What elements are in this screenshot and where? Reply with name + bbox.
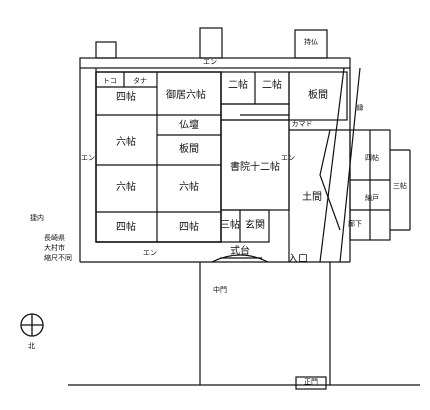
room-shikidai: 式台 [230,244,250,257]
room-nijo-2: 二帖 [262,78,282,91]
label-tana: タナ [133,76,147,85]
room-butsudan: 仏壇 [179,118,199,131]
room-kyuden-6: 御居六帖 [166,88,206,101]
label-kamachi: カマド [292,120,313,128]
label-shomon: 正門 [304,378,318,386]
wall-lines [68,27,420,390]
room-yojo-3: 四帖 [179,220,199,233]
compass-label: 北 [28,342,35,350]
room-rokujo-2: 六帖 [116,180,136,193]
label-en-top: エン [203,58,217,66]
room-iriguchi: 入口 [288,254,308,265]
note-location-1: 捷内 [30,213,44,222]
label-ken: 縁 [357,103,364,112]
room-yojo-1: 四帖 [116,90,136,103]
room-sanjo-small: 三帖 [220,218,240,231]
room-rokujo-1: 六帖 [116,135,136,148]
label-rouka: 廊下 [348,219,362,228]
room-itama-1: 板間 [308,88,328,101]
room-shoin-12: 書院十二帖 [230,160,280,173]
room-nijo-1: 二帖 [228,78,248,91]
label-toko: トコ [103,77,117,85]
label-en-left: エン [81,154,95,162]
note-scale: 縮尺不同 [44,253,72,262]
label-yojo-4: 四帖 [365,153,379,162]
room-genkan: 玄関 [245,218,265,231]
compass-symbol [20,313,44,337]
note-location-2: 長崎県 [44,233,65,242]
label-shiden: 持仏 [304,37,318,46]
room-rokujo-3: 六帖 [179,180,199,193]
room-doma: 土間 [302,190,322,203]
label-nando: 納戸 [365,193,379,202]
label-en-right: エン [281,154,295,162]
room-yojo-2: 四帖 [116,220,136,233]
label-en-bottom: エン [143,249,157,257]
label-sanjo: 三帖 [393,181,407,190]
label-naka-mon: 中門 [213,285,227,294]
note-location-3: 大村市 [44,243,65,252]
room-itama-2: 板間 [179,142,199,155]
